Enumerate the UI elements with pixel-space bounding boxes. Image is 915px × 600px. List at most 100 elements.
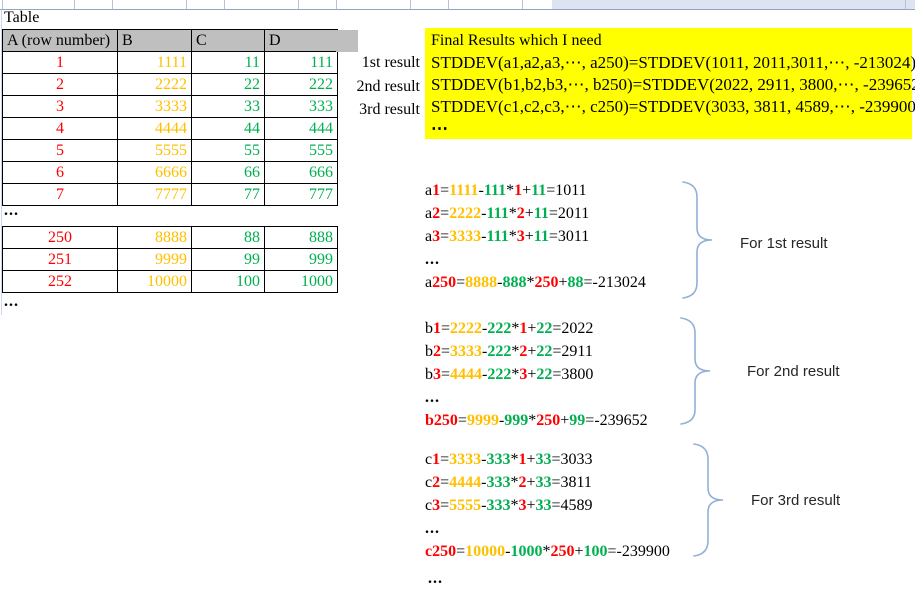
formula-segment: = — [440, 228, 450, 245]
formula-segment: + — [522, 182, 532, 199]
formula-segment: 250 — [534, 274, 559, 291]
formula-segment: 2 — [432, 474, 441, 491]
formula-segment: 3 — [516, 228, 525, 245]
table-end-ellipsis: ... — [4, 293, 19, 310]
formula-segment: + — [560, 412, 570, 429]
formula-segment: - — [497, 274, 503, 291]
formula-segment: = — [440, 474, 450, 491]
formula-segment: = — [440, 205, 450, 222]
curly-brace-icon-1 — [682, 181, 713, 299]
table-cell: 100 — [191, 270, 265, 293]
formula-segment: 4444 — [450, 366, 483, 383]
formula-segment: =2011 — [548, 205, 590, 222]
table-cell: 66 — [191, 161, 265, 184]
table-cell: 8888 — [117, 226, 192, 249]
table-cell: 2 — [2, 73, 118, 96]
formula-segment: * — [510, 474, 519, 491]
formula-segment: 33 — [535, 474, 552, 491]
table-cell: 9999 — [117, 248, 192, 271]
formula-segment: = — [456, 274, 466, 291]
formula-segment: * — [510, 451, 519, 468]
gridline — [448, 0, 449, 9]
formula-segment: + — [574, 543, 584, 560]
table-cell: 3 — [2, 95, 118, 118]
formula-segment: 33 — [535, 451, 552, 468]
gridline — [224, 0, 225, 9]
formula-segment: 2 — [518, 474, 527, 491]
gridline — [410, 0, 411, 9]
formula-segment: =4589 — [551, 497, 593, 514]
table-cell: 44 — [191, 117, 265, 140]
formula-segment: 999 — [504, 412, 529, 429]
gridline — [186, 0, 187, 9]
formula-segment: 11 — [533, 228, 549, 245]
table-cell: 6 — [2, 161, 118, 184]
formula-segment: * — [508, 228, 517, 245]
formula-segment: 333 — [486, 497, 511, 514]
formula-segment: = — [457, 412, 467, 429]
stddev-formula-3: STDDEV(c1,c2,c3,⋯, c250)=STDDEV(3033, 38… — [431, 97, 915, 116]
formula-segment: - — [481, 497, 487, 514]
table-cell: 222 — [264, 73, 338, 96]
formula-group-label-2: For 2nd result — [747, 363, 840, 380]
formula-segment: =3811 — [551, 474, 592, 491]
table-cell: 4 — [2, 117, 118, 140]
formula-line: ... — [425, 520, 440, 537]
formula-segment: =2022 — [552, 320, 594, 337]
formula-segment: 111 — [483, 182, 507, 199]
formula-segment: 222 — [487, 320, 512, 337]
formula-segment: * — [526, 274, 535, 291]
formula-segment: 1 — [514, 182, 523, 199]
gridline — [905, 0, 906, 9]
table-cell: 1000 — [264, 270, 338, 293]
final-results-title: Final Results which I need — [431, 32, 602, 49]
formula-segment: 1 — [432, 451, 441, 468]
final-results-panel: Final Results which I need STDDEV(a1,a2,… — [425, 28, 915, 139]
formula-segment: - — [482, 343, 488, 360]
table-cell: 888 — [264, 226, 338, 249]
formula-segment: 2 — [433, 343, 441, 360]
formula-segment: - — [505, 543, 511, 560]
formula-segment: =3011 — [548, 228, 590, 245]
formula-segment: 11 — [531, 182, 547, 199]
table-cell: 99 — [191, 248, 265, 271]
formula-group-label-1: For 1st result — [740, 235, 828, 252]
gridline — [2, 0, 3, 9]
formula-segment: * — [510, 497, 519, 514]
formula-segment: = — [441, 366, 451, 383]
table-cell: 5555 — [117, 139, 192, 162]
formula-line: a2=2222-111*2+11=2011 — [425, 202, 646, 225]
result-row-label-1: 1st result — [361, 54, 420, 71]
formula-segment: * — [506, 182, 515, 199]
formula-segment: =2911 — [552, 343, 593, 360]
formula-segment: 3 — [432, 228, 441, 245]
formula-segment: 111 — [486, 205, 509, 222]
formula-line: c250=10000-1000*250+100=-239900 — [425, 540, 670, 563]
formula-segment: 250 — [536, 412, 561, 429]
formula-segment: b250 — [425, 412, 458, 429]
table-caption: Table — [4, 9, 40, 26]
formula-line: b1=2222-222*1+22=2022 — [425, 317, 648, 340]
formula-segment: a — [425, 228, 433, 245]
formula-line: c3=5555-333*3+33=4589 — [425, 494, 670, 517]
formula-segment: 10000 — [465, 543, 506, 560]
formula-line: b2=3333-222*2+22=2911 — [425, 340, 648, 363]
result-row-label-3: 3rd result — [359, 101, 420, 118]
table-cell: 88 — [191, 226, 265, 249]
formula-line: ... — [425, 251, 440, 268]
formula-segment: =1011 — [546, 182, 587, 199]
formula-segment: - — [481, 205, 487, 222]
formula-segment: = — [441, 343, 451, 360]
formula-segment: b — [425, 320, 433, 337]
formula-segment: 2222 — [450, 320, 483, 337]
table-cell: 6666 — [117, 161, 192, 184]
formula-segment: =-239900 — [607, 543, 670, 560]
formula-segment: = — [440, 451, 450, 468]
final-ellipsis: ... — [428, 570, 443, 587]
formula-segment: 2 — [432, 205, 441, 222]
